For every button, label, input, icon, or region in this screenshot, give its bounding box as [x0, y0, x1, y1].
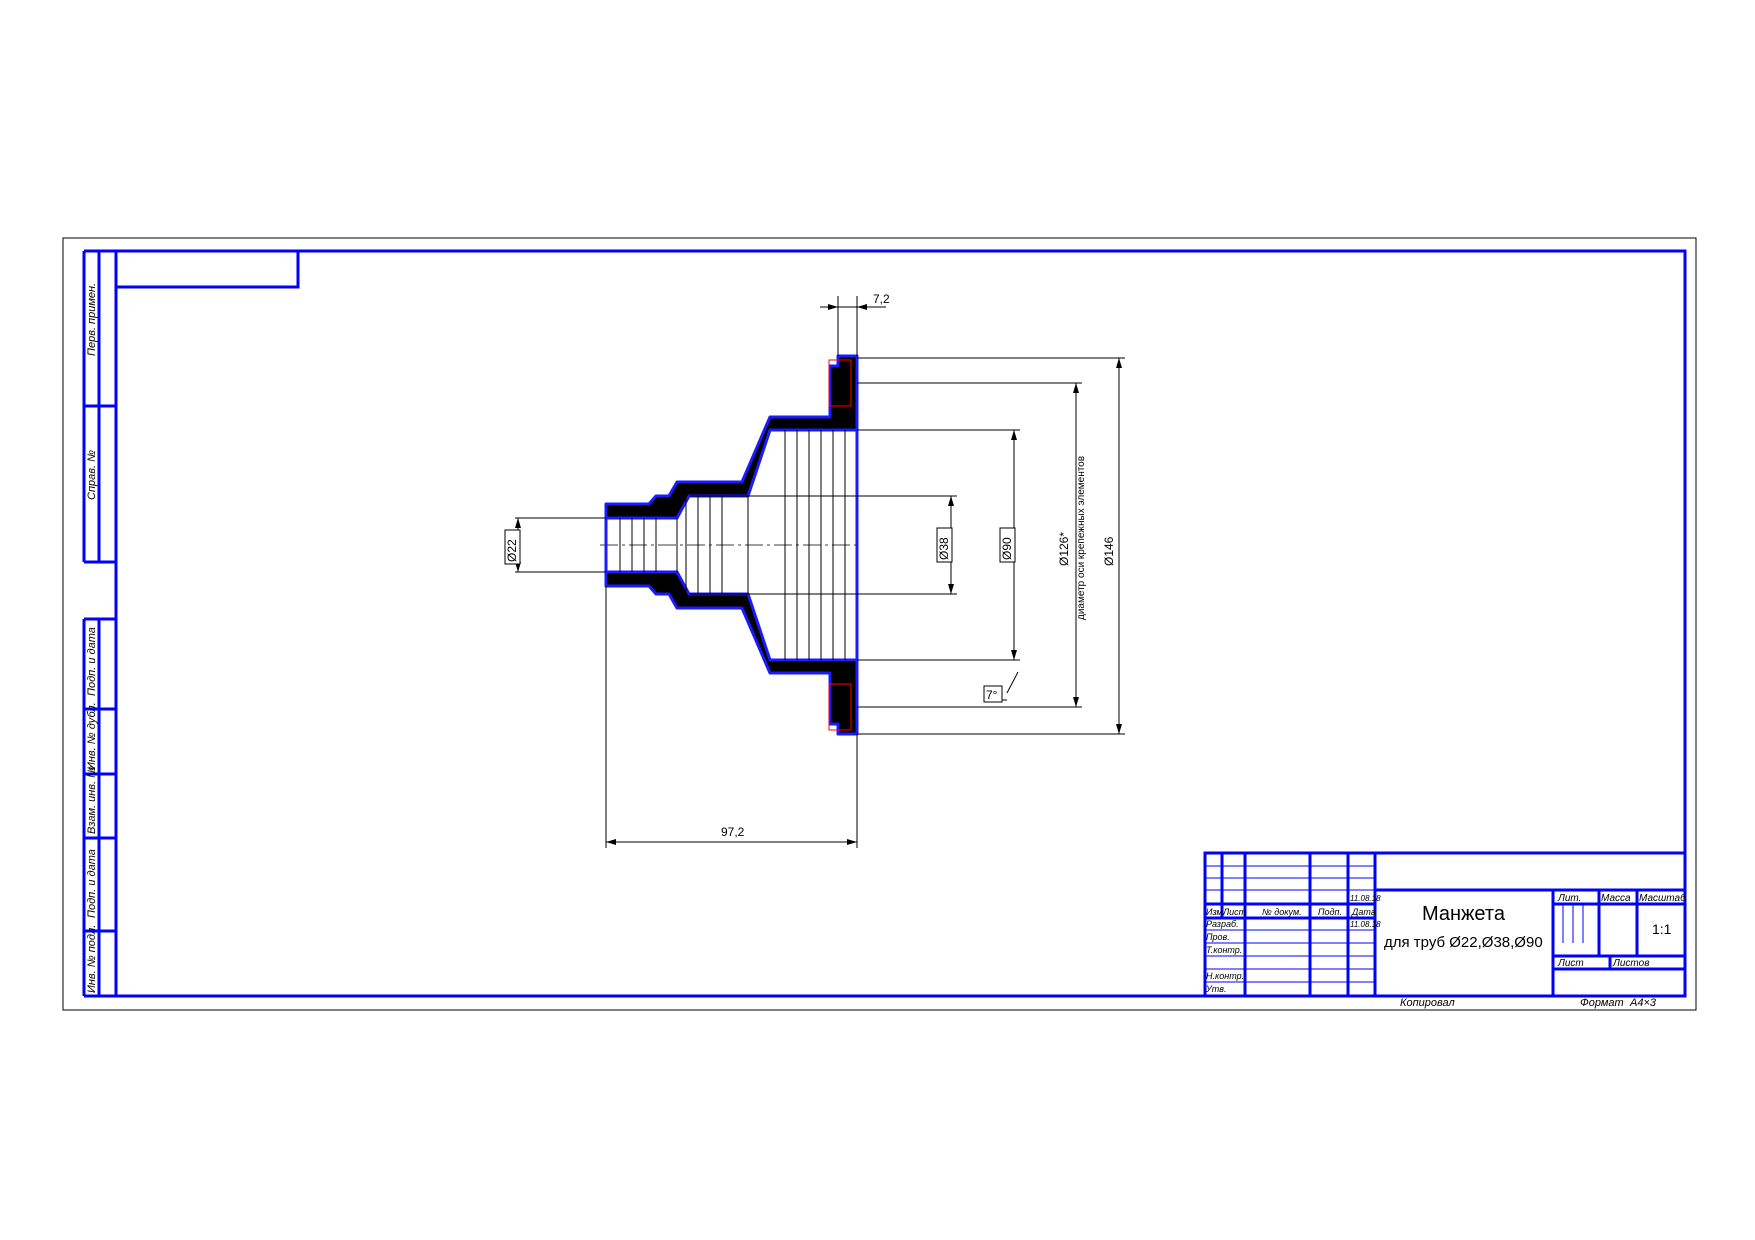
date-2: 11.08.18	[1350, 920, 1381, 929]
format-value: А4×3	[1629, 997, 1657, 1009]
inner-ribs	[619, 430, 846, 660]
label-utv: Утв.	[1205, 984, 1226, 994]
label-masshtab: Масштаб	[1639, 892, 1686, 904]
dim-d22-frame	[504, 529, 521, 565]
title-block-grid	[1203, 851, 1687, 998]
label-lit: Лит.	[1557, 893, 1581, 904]
dimension-lines	[515, 296, 1125, 848]
sheet-trim-border	[62, 237, 1697, 1011]
drawing-subtitle: для труб Ø22,Ø38,Ø90	[1384, 934, 1543, 951]
title-block-labels: Изм. Лист № докум. Подп. Дата Разраб. Пр…	[1205, 892, 1686, 994]
label-kopiroval: Копировал	[1400, 997, 1455, 1009]
fastener-holes-hidden	[828, 359, 852, 731]
label-n-kontr: Н.контр.	[1206, 971, 1244, 981]
label-t-kontr: Т.контр.	[1206, 945, 1242, 955]
dim-flange-thickness: 7,2	[873, 292, 890, 306]
label-vzam-inv-no: Взам. инв. №	[86, 766, 98, 834]
label-perv-primen: Перв. примен.	[86, 283, 98, 356]
side-stamp	[82, 249, 116, 998]
label-podp-data-2: Подп. и дата	[86, 849, 98, 918]
label-inv-no-podl: Инв. № подл.	[86, 925, 98, 993]
label-doc-no: № докум.	[1262, 907, 1302, 917]
dim-d126-note: диаметр оси крепежных элементов	[1076, 456, 1087, 620]
dim-angle-frame	[983, 685, 1003, 703]
label-data: Дата	[1351, 907, 1376, 917]
label-format: Формат	[1580, 997, 1624, 1009]
dim-d38-frame	[936, 527, 953, 563]
label-massa: Масса	[1601, 893, 1631, 904]
dim-d38: Ø38	[937, 537, 951, 560]
drawing-frame	[114, 249, 1687, 998]
part-section-bottom	[604, 570, 859, 736]
dim-d22: Ø22	[505, 539, 519, 562]
label-list: Лист	[1222, 907, 1247, 917]
label-izm: Изм.	[1206, 907, 1225, 917]
dim-d126: Ø126*	[1057, 532, 1071, 566]
label-sheet: Лист	[1557, 958, 1584, 969]
dim-angle: 7°	[986, 688, 998, 702]
scale-value: 1:1	[1652, 921, 1672, 937]
top-left-box	[114, 249, 300, 289]
dim-d90: Ø90	[1000, 537, 1014, 560]
side-stamp-labels: Перв. примен. Справ. № Подп. и дата Инв.…	[86, 283, 98, 993]
label-prov: Пров.	[1206, 932, 1230, 942]
label-inv-no-dubl: Инв. № дубл.	[86, 702, 98, 770]
title-block-left-grid	[1205, 853, 1584, 996]
dim-d90-frame	[999, 527, 1016, 563]
label-sprav-no: Справ. №	[86, 450, 98, 500]
dim-length: 97,2	[721, 825, 745, 839]
date-1: 11.08.18	[1350, 894, 1381, 903]
label-podp-data-1: Подп. и дата	[86, 627, 98, 696]
label-sheets: Листов	[1612, 958, 1649, 969]
drawing-title: Манжета	[1422, 903, 1506, 925]
label-razrab: Разраб.	[1206, 919, 1239, 929]
label-podp: Подп.	[1318, 907, 1342, 917]
part-section-top	[604, 354, 859, 520]
dim-d146: Ø146	[1102, 536, 1116, 566]
